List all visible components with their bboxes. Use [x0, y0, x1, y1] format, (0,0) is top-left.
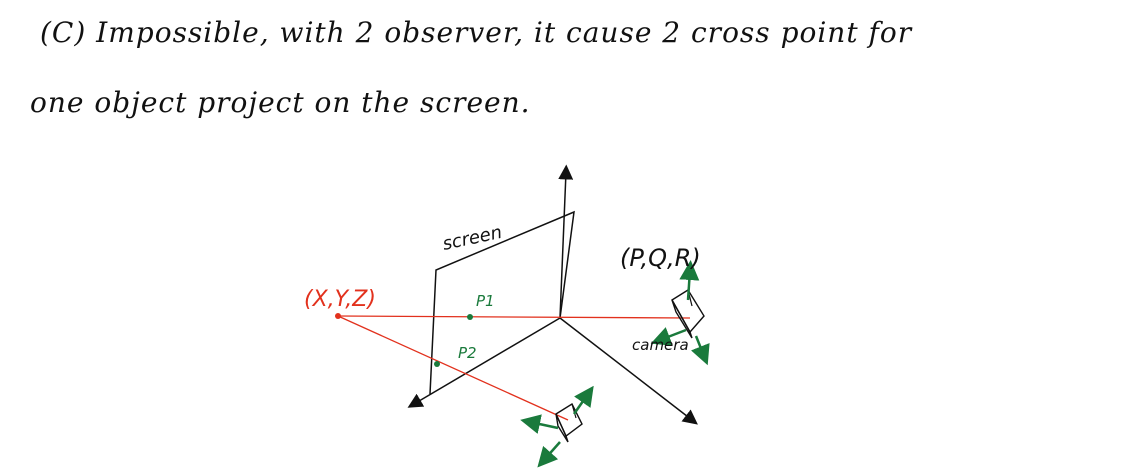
object-point-label: (X,Y,Z): [304, 287, 376, 312]
z-axis: [558, 164, 574, 319]
p2-label: P2: [458, 344, 477, 362]
camera-label: camera: [632, 336, 689, 354]
p2-point: [434, 361, 440, 367]
camera-coords-label: (P,Q,R): [620, 244, 701, 272]
camera-2-icon: [520, 385, 594, 468]
y-axis: [407, 317, 561, 408]
camera-1-icon: [650, 260, 710, 366]
screen-label: screen: [441, 222, 504, 255]
ray-to-camera-2: [337, 315, 569, 421]
answer-text-line-2: one object project on the screen.: [30, 86, 531, 119]
x-axis: [559, 317, 698, 425]
answer-text-line-1: (C) Impossible, with 2 observer, it caus…: [40, 16, 913, 49]
ray-to-camera-1: [337, 315, 691, 319]
p1-point: [467, 314, 473, 320]
p1-label: P1: [476, 292, 495, 310]
object-point: [335, 313, 341, 319]
screen-plane: [429, 210, 575, 395]
